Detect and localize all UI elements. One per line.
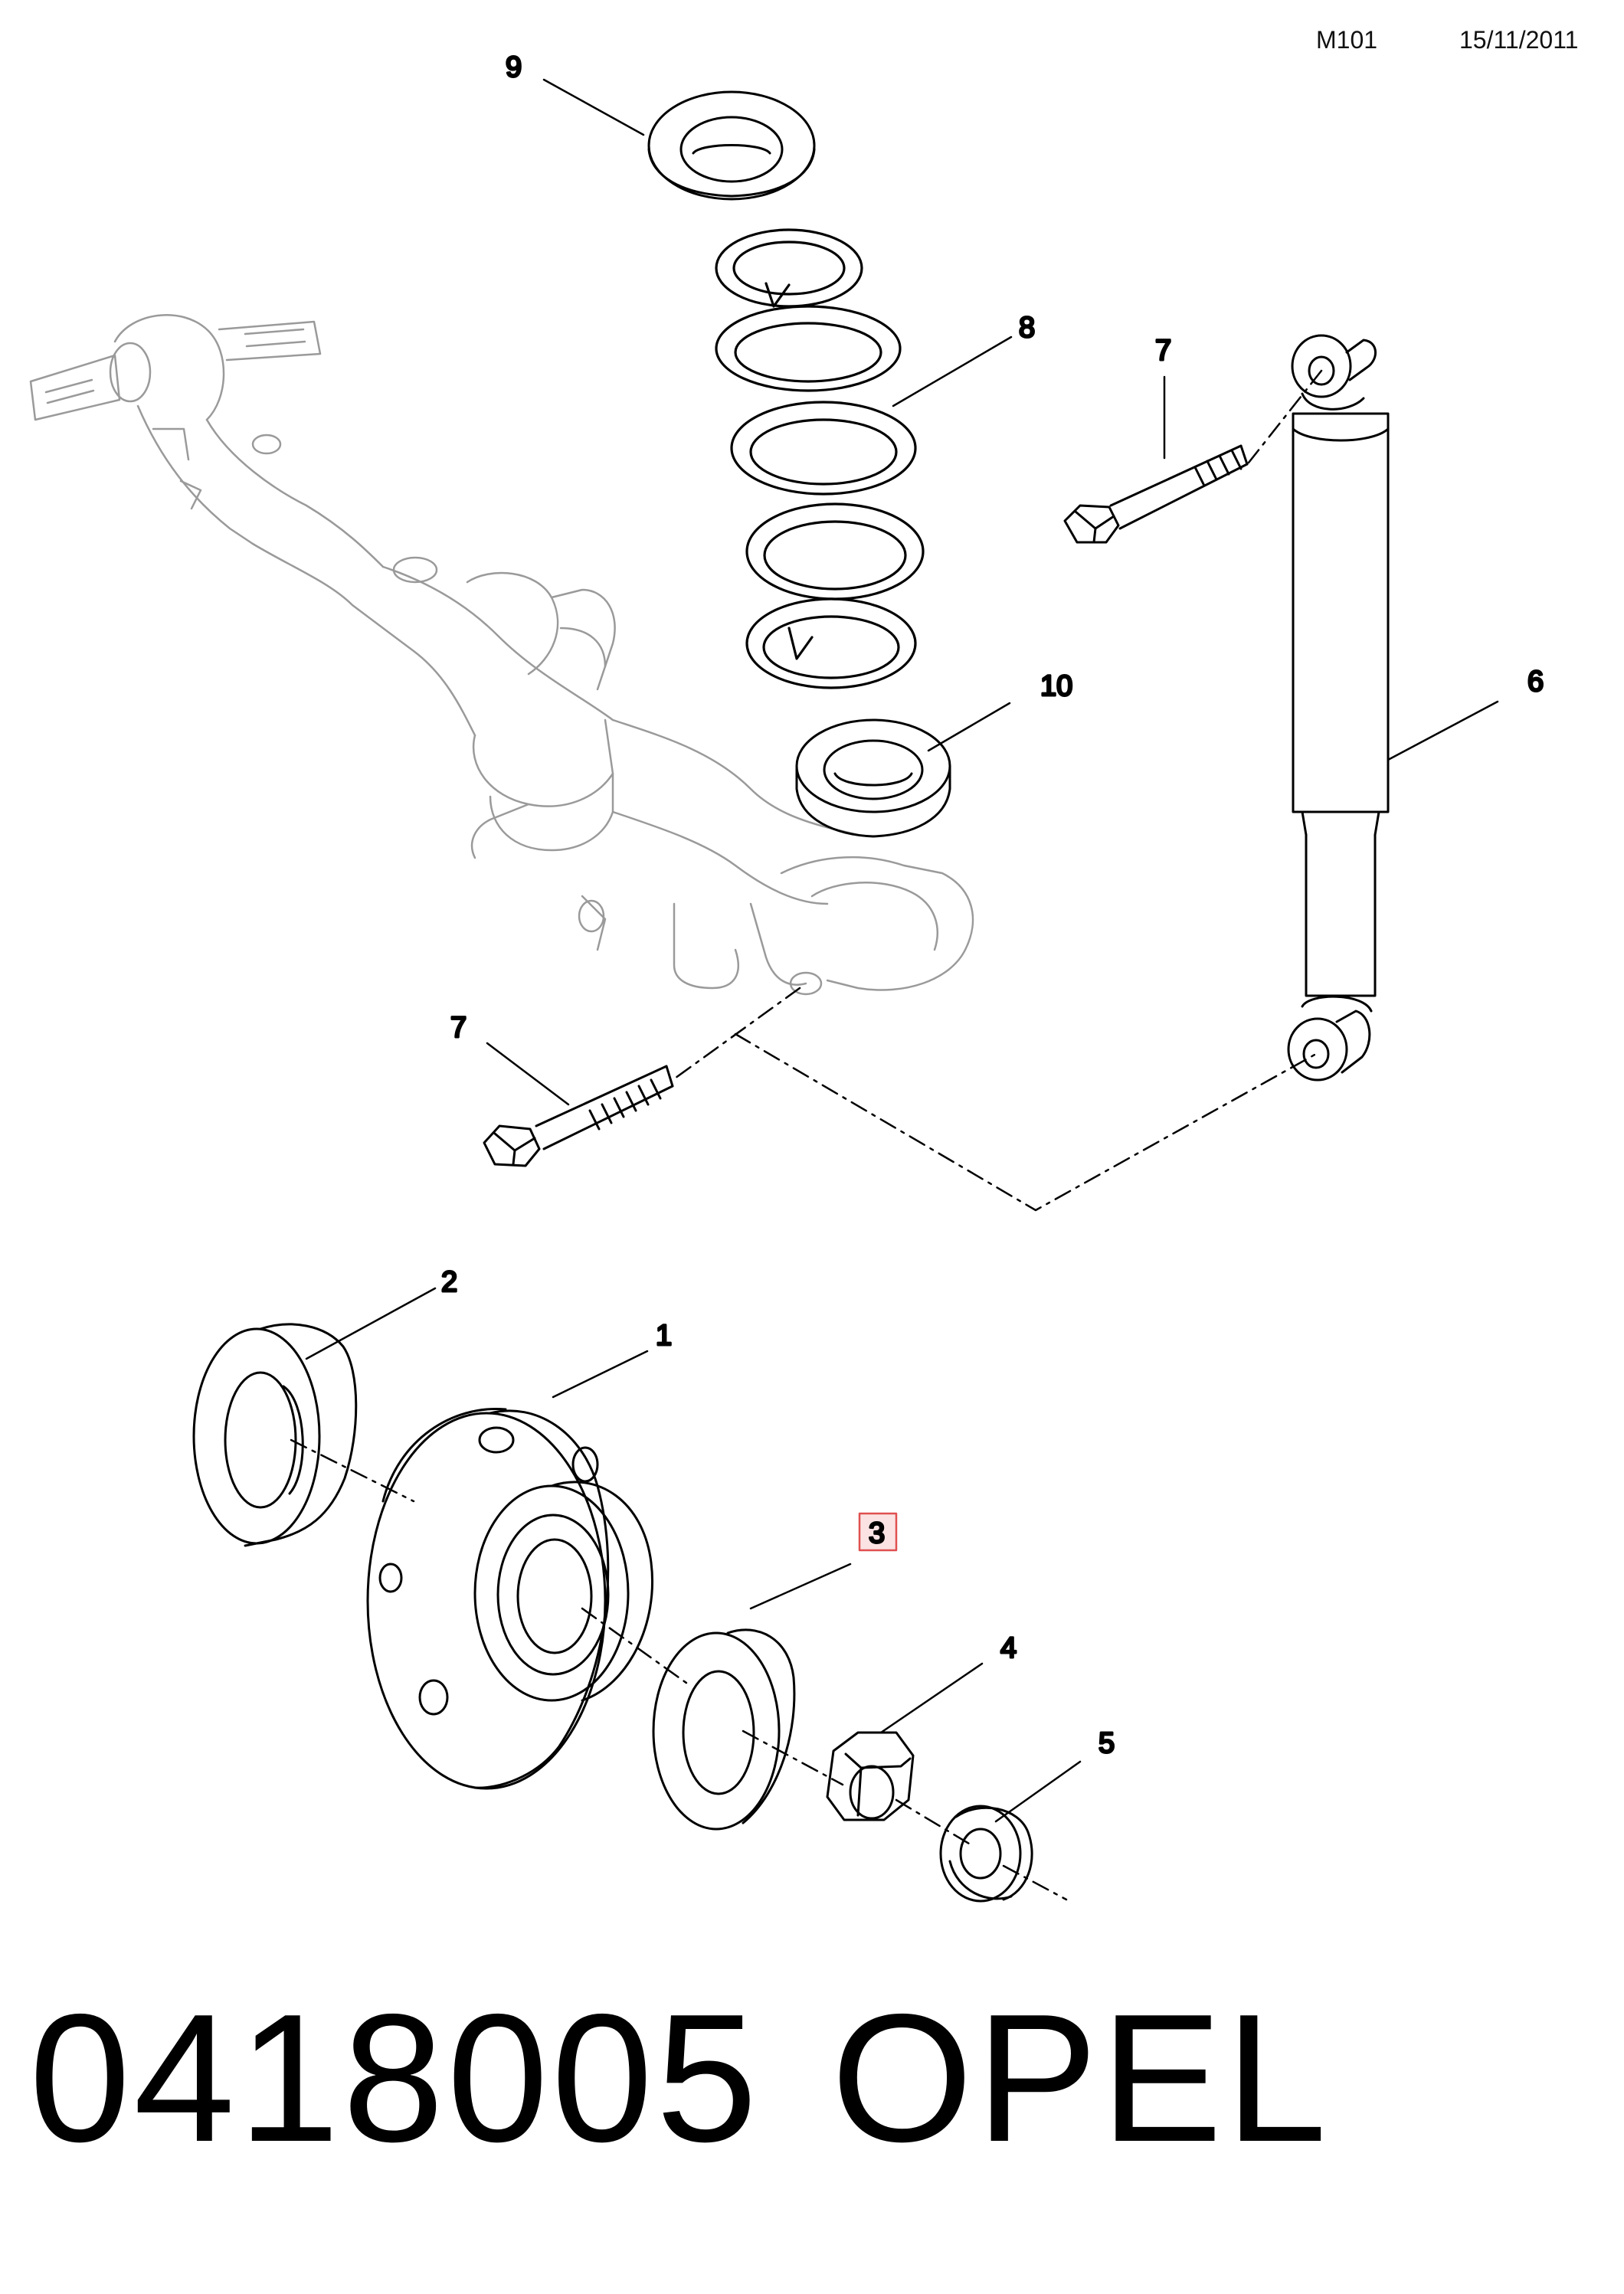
callout-5: 5: [1098, 1727, 1115, 1759]
outer-seal-ring: [192, 1323, 358, 1547]
wheel-hub: [366, 1407, 653, 1790]
callout-7-lower: 7: [450, 1012, 467, 1044]
lower-bolt: [483, 1065, 674, 1167]
coil-spring: [715, 228, 925, 689]
rear-axle-beam: [29, 314, 974, 996]
callout-3-highlight-box: [858, 1512, 898, 1552]
dust-cap: [939, 1805, 1033, 1903]
callout-6: 6: [1527, 666, 1544, 698]
lower-spring-seat: [795, 718, 951, 838]
sheet-date: 15/11/2011: [1459, 26, 1579, 54]
part-number: 0418005: [29, 1977, 761, 2180]
sheet-code: M101: [1316, 26, 1378, 54]
leader-lines: [305, 78, 1499, 1823]
shock-absorber: [1287, 334, 1390, 1082]
callout-1: 1: [656, 1320, 672, 1352]
brand-name: OPEL: [831, 1977, 1330, 2180]
callout-8: 8: [1019, 312, 1035, 344]
callout-3: 3: [869, 1517, 885, 1550]
callout-10: 10: [1040, 670, 1072, 702]
callout-2: 2: [441, 1266, 457, 1298]
upper-bolt: [1063, 444, 1249, 544]
upper-spring-seat: [647, 90, 816, 201]
callout-numbers: 9 8 7 10 6 7 2 1 3 4 5: [440, 51, 1545, 1761]
hub-nut: [826, 1731, 915, 1821]
callout-7-upper: 7: [1155, 335, 1171, 367]
inner-bearing-ring: [652, 1628, 796, 1831]
callout-9: 9: [506, 51, 522, 83]
assembly-axis-lines: [290, 369, 1323, 1901]
callout-4: 4: [1000, 1632, 1017, 1664]
